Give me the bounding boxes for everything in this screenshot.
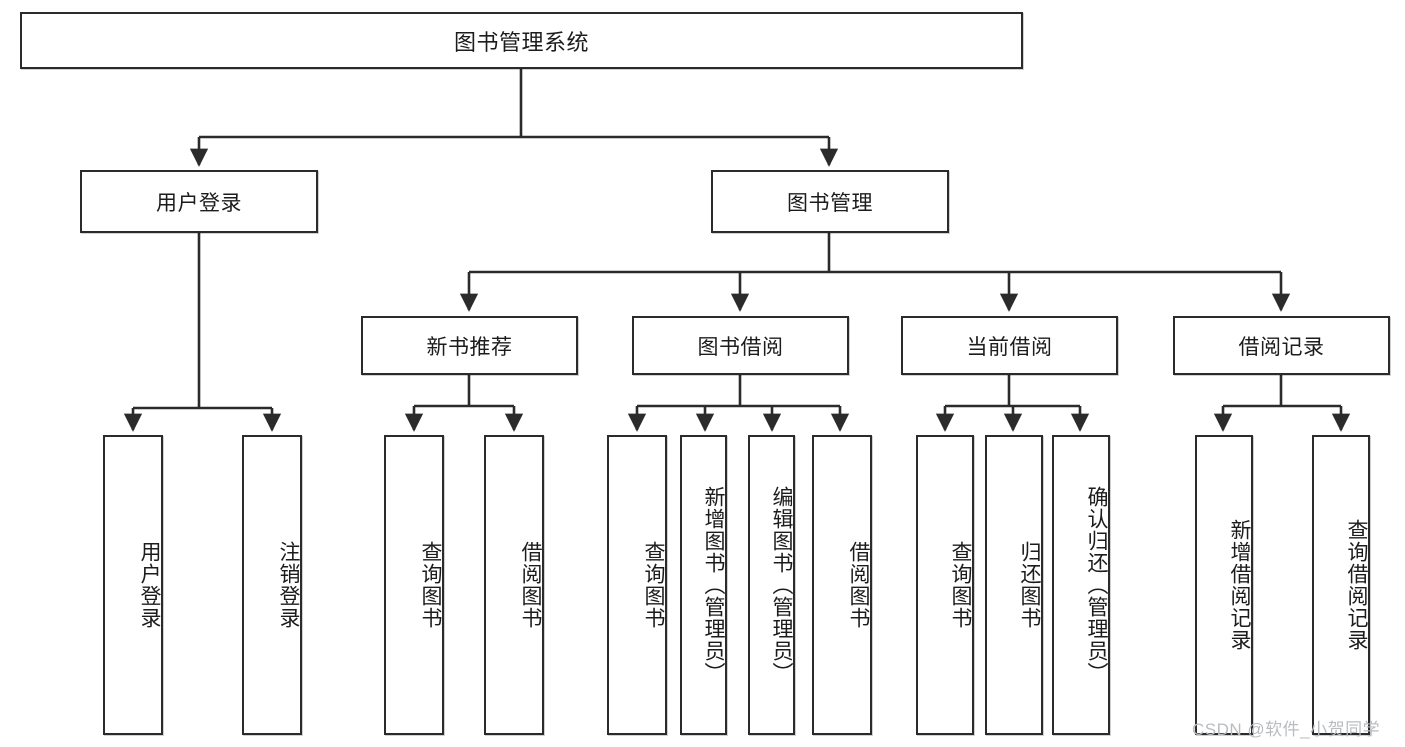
leaf-borrow-add-book-admin[interactable]: 新增图书（管理员）: [680, 435, 727, 735]
node-label: 用户登录: [138, 541, 161, 629]
node-user-login[interactable]: 用户登录: [80, 170, 318, 233]
node-book-management[interactable]: 图书管理: [711, 170, 949, 233]
leaf-borrow-edit-book-admin[interactable]: 编辑图书（管理员）: [748, 435, 795, 735]
leaf-user-login-login[interactable]: 用户登录: [103, 435, 163, 735]
leaf-current-return-book[interactable]: 归还图书: [985, 435, 1043, 735]
leaf-borrow-borrow-book[interactable]: 借阅图书: [812, 435, 872, 735]
leaf-borrow-query-book[interactable]: 查询图书: [607, 435, 667, 735]
node-label: 新书推荐: [426, 335, 513, 359]
node-label: 新增图书（管理员）: [702, 486, 725, 684]
node-label: 借阅图书: [847, 541, 870, 629]
node-label: 图书管理: [787, 191, 873, 215]
node-label: 当前借阅: [966, 335, 1053, 359]
leaf-current-confirm-return-admin[interactable]: 确认归还（管理员）: [1052, 435, 1110, 735]
node-label: 查询图书: [642, 541, 665, 629]
node-label: 查询图书: [419, 541, 442, 629]
node-label: 注销登录: [277, 541, 300, 629]
node-label: 查询借阅记录: [1345, 519, 1368, 651]
csdn-watermark: CSDN @软件_小贺同学: [1192, 720, 1381, 739]
leaf-recommend-borrow-book[interactable]: 借阅图书: [484, 435, 544, 735]
node-label: 查询图书: [949, 541, 972, 629]
node-label: 归还图书: [1018, 541, 1041, 629]
leaf-recommend-query-book[interactable]: 查询图书: [384, 435, 444, 735]
node-root-book-management-system[interactable]: 图书管理系统: [20, 12, 1023, 69]
leaf-record-query-record[interactable]: 查询借阅记录: [1312, 435, 1370, 735]
node-label: 借阅记录: [1238, 335, 1325, 359]
node-book-borrow[interactable]: 图书借阅: [632, 316, 849, 375]
node-label: 编辑图书（管理员）: [770, 486, 793, 684]
node-label: 新增借阅记录: [1228, 519, 1251, 651]
leaf-record-add-record[interactable]: 新增借阅记录: [1195, 435, 1253, 735]
node-label: 借阅图书: [519, 541, 542, 629]
leaf-current-query-book[interactable]: 查询图书: [916, 435, 974, 735]
node-borrow-record[interactable]: 借阅记录: [1173, 316, 1390, 375]
leaf-user-login-logout[interactable]: 注销登录: [242, 435, 302, 735]
node-label: 用户登录: [156, 191, 242, 215]
node-current-borrow[interactable]: 当前借阅: [901, 316, 1118, 375]
node-label: 图书借阅: [697, 335, 784, 359]
node-new-book-recommend[interactable]: 新书推荐: [361, 316, 578, 375]
node-label: 确认归还（管理员）: [1085, 486, 1108, 684]
node-label: 图书管理系统: [453, 29, 589, 55]
